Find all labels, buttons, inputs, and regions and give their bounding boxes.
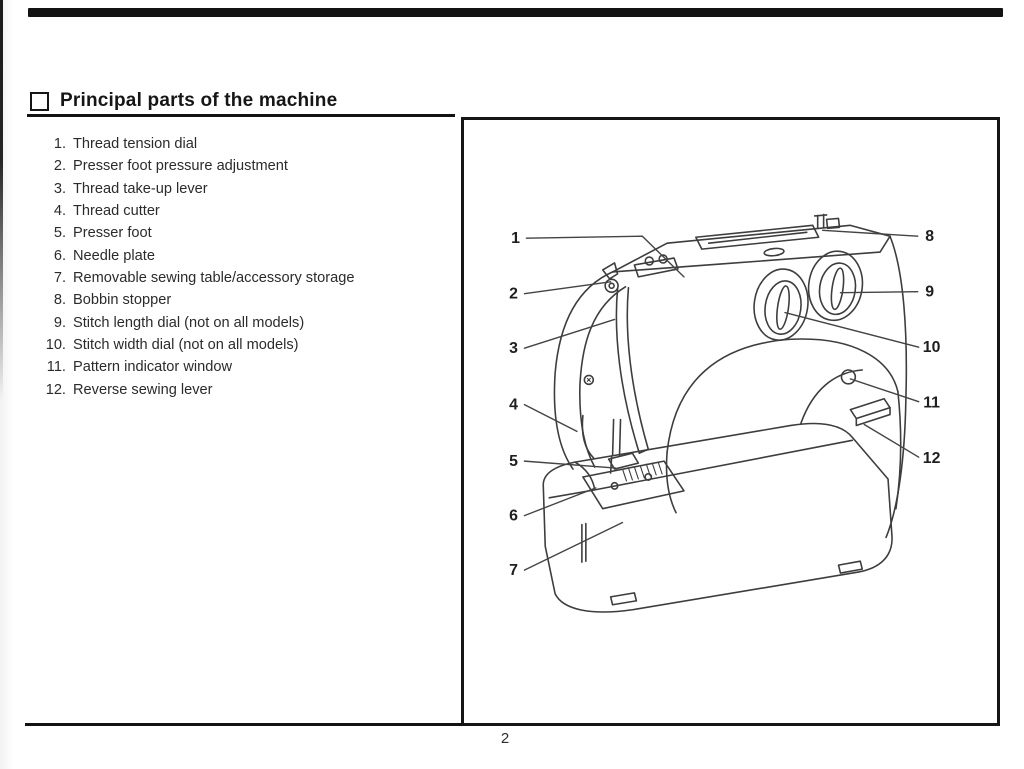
list-item: 5. Presser foot bbox=[38, 222, 458, 244]
scan-top-bar-artifact bbox=[28, 8, 1003, 17]
section-header: Principal parts of the machine bbox=[30, 90, 337, 112]
part-label: Pattern indicator window bbox=[73, 359, 232, 376]
part-number: 7. bbox=[53, 270, 66, 287]
callout-number-7: 7 bbox=[509, 562, 518, 579]
part-number: 1. bbox=[53, 136, 66, 152]
scan-left-line-artifact bbox=[0, 0, 3, 400]
list-item: 7. Removable sewing table/accessory stora… bbox=[38, 267, 458, 289]
callout-number-12: 12 bbox=[923, 450, 941, 467]
list-item: 12. Reverse sewing lever bbox=[38, 379, 458, 401]
callout-number-3: 3 bbox=[509, 340, 518, 357]
title-rule bbox=[27, 114, 455, 117]
part-number: 10. bbox=[45, 337, 66, 354]
part-number: 6. bbox=[53, 247, 66, 264]
part-label: Removable sewing table/accessory storage bbox=[73, 270, 355, 287]
callout-number-6: 6 bbox=[509, 508, 518, 525]
callout-number-10: 10 bbox=[923, 339, 941, 356]
part-number: 5. bbox=[53, 225, 66, 242]
part-label: Stitch width dial (not on all models) bbox=[73, 337, 299, 354]
list-item: 1. Thread tension dial bbox=[38, 133, 458, 155]
part-label: Presser foot bbox=[73, 225, 152, 242]
footer-rule bbox=[25, 723, 462, 726]
part-label: Thread take-up lever bbox=[73, 180, 208, 197]
part-label: Needle plate bbox=[73, 247, 155, 264]
list-item: 8. Bobbin stopper bbox=[38, 289, 458, 311]
scan-left-shade-artifact bbox=[0, 0, 14, 769]
page-number: 2 bbox=[500, 730, 510, 747]
list-item: 9. Stitch length dial (not on all models) bbox=[38, 312, 458, 334]
callout-number-8: 8 bbox=[925, 228, 934, 245]
section-checkbox-icon bbox=[30, 92, 49, 111]
list-item: 3. Thread take-up lever bbox=[38, 178, 458, 200]
parts-list: 1. Thread tension dial 2. Presser foot pre… bbox=[38, 133, 458, 401]
list-item: 10. Stitch width dial (not on all models) bbox=[38, 334, 458, 356]
list-item: 2. Presser foot pressure adjustment bbox=[38, 155, 458, 177]
part-number: 3. bbox=[53, 180, 66, 197]
part-label: Bobbin stopper bbox=[73, 292, 172, 309]
part-number: 8. bbox=[53, 292, 66, 309]
part-label: Thread cutter bbox=[73, 203, 160, 220]
callout-leader-lines bbox=[523, 229, 920, 571]
callout-number-1: 1 bbox=[511, 230, 520, 247]
page-title: Principal parts of the machine bbox=[60, 90, 338, 111]
callout-number-9: 9 bbox=[925, 284, 934, 301]
diagram-frame: 1 2 3 4 5 6 7 8 9 10 11 12 bbox=[461, 117, 1000, 726]
part-number: 12. bbox=[45, 381, 66, 398]
machine-line-art bbox=[542, 213, 908, 613]
callout-number-5: 5 bbox=[509, 453, 518, 470]
part-number: 4. bbox=[53, 203, 66, 220]
part-label: Presser foot pressure adjustment bbox=[73, 158, 288, 175]
part-label: Thread tension dial bbox=[73, 136, 198, 152]
list-item: 4. Thread cutter bbox=[38, 200, 458, 222]
callout-number-11: 11 bbox=[923, 395, 940, 412]
list-item: 6. Needle plate bbox=[38, 245, 458, 267]
callout-number-2: 2 bbox=[509, 286, 518, 303]
part-label: Reverse sewing lever bbox=[73, 381, 213, 398]
list-item: 11. Pattern indicator window bbox=[38, 356, 458, 378]
part-number: 11. bbox=[46, 359, 66, 376]
part-label: Stitch length dial (not on all models) bbox=[73, 314, 305, 331]
part-number: 2. bbox=[53, 158, 66, 175]
callout-number-4: 4 bbox=[509, 397, 518, 414]
part-number: 9. bbox=[53, 314, 66, 331]
machine-diagram-svg: 1 2 3 4 5 6 7 8 9 10 11 12 bbox=[509, 213, 941, 613]
